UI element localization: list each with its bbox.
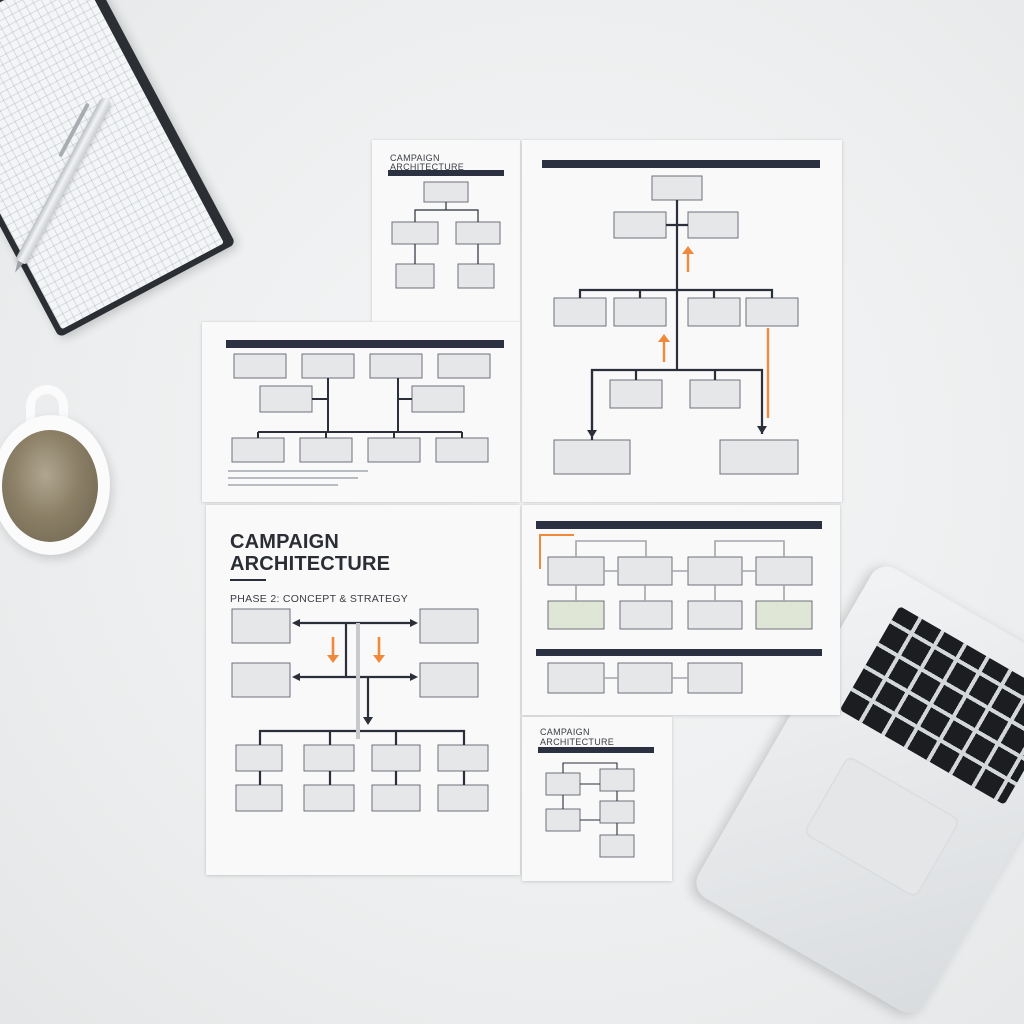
sheet-middle-right-diagram — [536, 521, 822, 694]
sheet-middle-right — [522, 505, 840, 715]
title-underline — [230, 579, 266, 581]
main-title-line-2: ARCHITECTURE — [230, 553, 391, 575]
sheet-bottom-small-title-2: ARCHITECTURE — [540, 737, 615, 747]
sheet-bottom-small: CAMPAIGN ARCHITECTURE — [522, 717, 672, 881]
main-title-line-1: CAMPAIGN — [230, 531, 340, 553]
main-subtitle: PHASE 2: CONCEPT & STRATEGY — [230, 593, 409, 605]
laptop-trackpad — [803, 755, 961, 899]
main-sheet-diagram — [231, 608, 489, 812]
sheet-bottom-small-diagram — [538, 747, 654, 858]
sheet-top-small-diagram — [388, 170, 504, 289]
sheet-top-small-title-2: ARCHITECTURE — [390, 162, 465, 172]
sheet-middle-left — [202, 322, 520, 502]
sheet-middle-left-diagram — [226, 340, 504, 486]
sheet-top-right — [522, 140, 842, 502]
sheet-main: CAMPAIGN ARCHITECTURE PHASE 2: CONCEPT &… — [206, 505, 520, 875]
coffee-mug — [0, 385, 120, 555]
coffee — [2, 430, 98, 542]
sheet-bottom-small-title-1: CAMPAIGN — [540, 727, 590, 737]
sheet-top-small-title-1: CAMPAIGN — [390, 153, 440, 163]
sheet-top-right-diagram — [542, 160, 820, 475]
sheet-top-small: CAMPAIGN ARCHITECTURE — [372, 140, 520, 322]
